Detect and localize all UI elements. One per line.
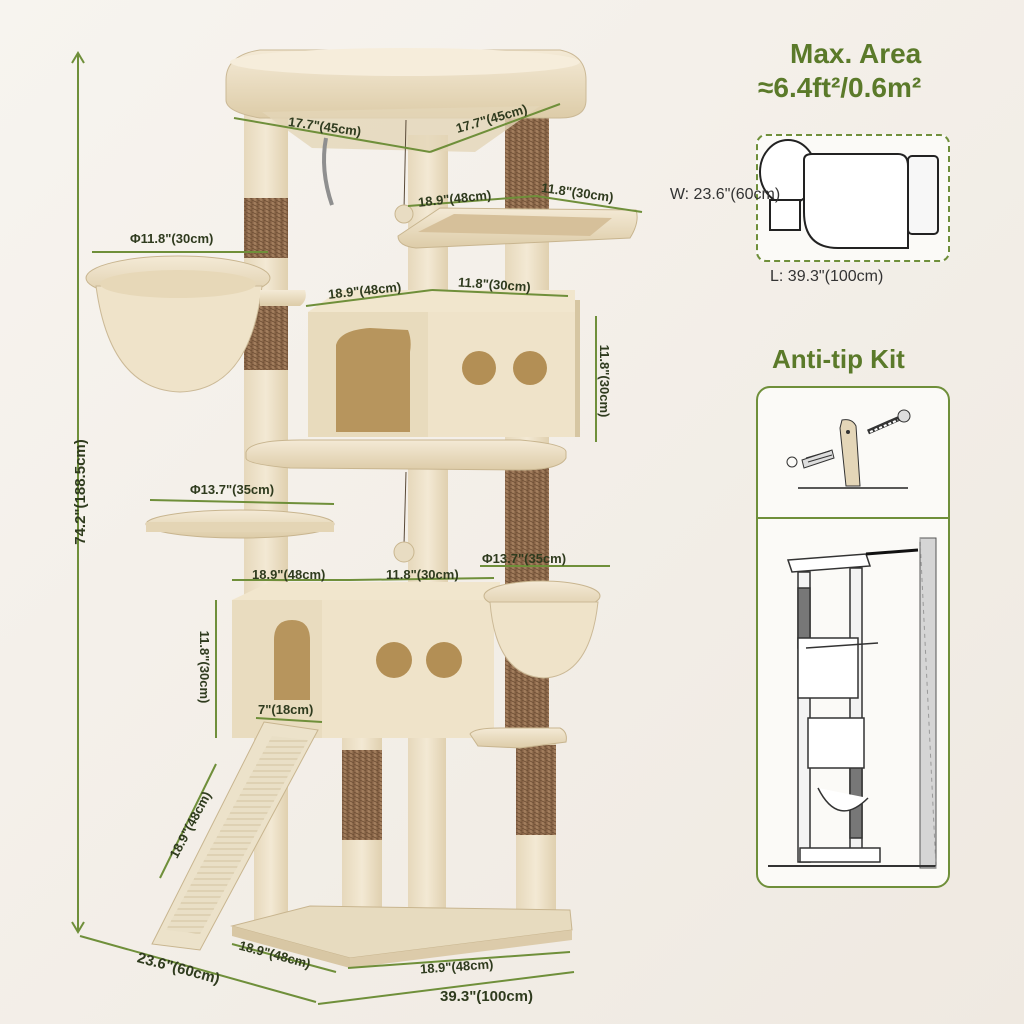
- condo-hole: [513, 351, 547, 385]
- bracket-icon: [839, 419, 861, 487]
- lower-step: [469, 727, 567, 749]
- anchor-icon: [786, 449, 835, 469]
- left-basket: [85, 255, 306, 393]
- post-left-sisal-upper: [244, 198, 288, 258]
- condo2-height-label: 11.8"(30cm): [197, 630, 212, 704]
- post-center-lower: [408, 462, 448, 592]
- condo1-height-label: 11.8"(30cm): [597, 344, 612, 418]
- post-bottom-center: [408, 738, 446, 918]
- ramp-width-label: 7"(18cm): [258, 702, 314, 717]
- dimension-lines: [71, 51, 643, 1005]
- anti-tip-panel: [756, 386, 950, 888]
- footprint-diagram: [759, 139, 939, 249]
- condo-hole: [426, 642, 462, 678]
- height-label: 74.2"(188.5cm): [72, 439, 89, 545]
- round-platform-label: Φ13.7"(35cm): [190, 482, 275, 497]
- post-bottom-right-sisal: [516, 745, 556, 835]
- hanging-toy-top: [322, 119, 414, 224]
- max-area-value: ≈6.4ft²/0.6m²: [758, 72, 922, 103]
- right-basket: [483, 580, 601, 679]
- max-area-panel: [756, 134, 950, 262]
- installed-tree: [786, 548, 919, 863]
- condo-hole: [462, 351, 496, 385]
- basket-bottom-label: Φ13.7"(35cm): [482, 551, 567, 566]
- max-area-length-label: L: 39.3"(100cm): [770, 268, 884, 285]
- lower-condo: [232, 582, 500, 738]
- base: [230, 905, 573, 968]
- max-area-width-label: W: 23.6"(60cm): [669, 186, 781, 203]
- hanging-toy-mid: [393, 471, 415, 563]
- round-platform: [145, 509, 335, 539]
- top-perch: [225, 48, 587, 152]
- anti-tip-title: Anti-tip Kit: [772, 344, 905, 374]
- kit-parts: [786, 409, 911, 489]
- anti-tip-diagram: [758, 409, 948, 869]
- post-right-sisal-upper: [505, 112, 549, 222]
- upper-platform: [397, 207, 638, 249]
- condo2-width-label: 11.8"(30cm): [386, 567, 459, 582]
- upper-condo: [245, 290, 580, 471]
- screw-icon: [866, 409, 911, 435]
- post-bottom-left-sisal: [342, 750, 382, 840]
- basket-top-label: Φ11.8"(30cm): [130, 231, 214, 246]
- max-area-title: Max. Area: [790, 38, 922, 69]
- ramp: [151, 721, 319, 951]
- post-right-sisal-lower: [505, 455, 549, 590]
- wall-icon: [768, 537, 937, 869]
- condo-hole: [376, 642, 412, 678]
- width-label: 39.3"(100cm): [440, 988, 534, 1005]
- condo2-depth-label: 18.9"(48cm): [252, 567, 326, 582]
